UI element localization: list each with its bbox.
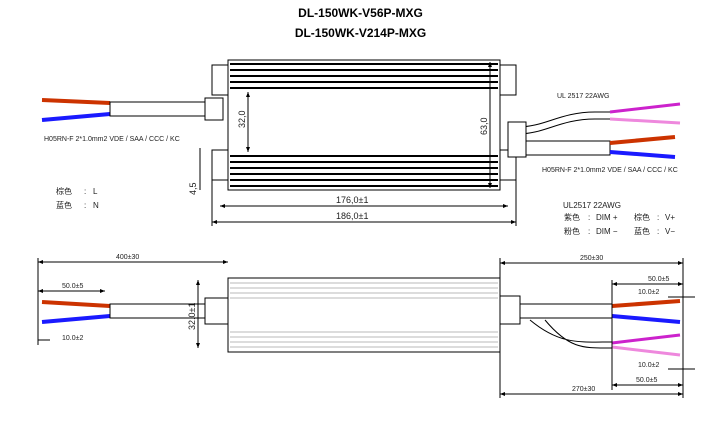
dim-left-strip: 50.0±5 [62,283,83,290]
svg-text:蓝色: 蓝色 [634,226,650,236]
housing-side [227,277,501,353]
input-cable [109,101,206,117]
svg-text:V+: V+ [665,213,675,222]
svg-text::: : [84,187,86,196]
svg-text:UL2517 22AWG: UL2517 22AWG [563,201,621,210]
svg-text::: : [657,227,659,236]
mounting-ear-left [211,64,228,181]
dim-left-tip: 10.0±2 [62,335,83,342]
model-title-1: DL-150WK-V56P-MXG [298,6,423,20]
svg-text:V−: V− [665,227,675,236]
svg-text:DIM −: DIM − [596,227,618,236]
dim-400: 400±30 [116,254,139,261]
svg-text:DIM +: DIM + [596,213,618,222]
output-legend: UL2517 22AWG 紫色: DIM + 粉色: DIM − 棕色: V+ 蓝色:… [563,201,675,236]
cable-gland-left [204,97,224,121]
svg-text:蓝色: 蓝色 [56,200,72,210]
svg-text::: : [657,213,659,222]
svg-text:粉色: 粉色 [564,226,580,236]
dim-right-tip-bottom: 10.0±2 [638,362,659,369]
svg-text::: : [588,213,590,222]
dim-250: 250±30 [580,255,603,262]
wire-brown [41,98,111,105]
housing-top [227,59,501,191]
dim-270: 270±30 [572,386,595,393]
svg-text:棕色: 棕色 [634,212,650,222]
input-cable-spec: H05RN-F 2*1.0mm2 VDE / SAA / CCC / KC [44,136,180,143]
dim-186: 186,0±1 [336,211,368,221]
dim-right-strip-top: 50.0±5 [648,276,669,283]
wire-purple [609,102,681,114]
dim-176: 176,0±1 [336,195,368,205]
cable-gland-side-right [499,295,521,325]
dim-right-tip-top: 10.0±2 [638,289,659,296]
side-view: 400±30 50.0±5 10.0±2 32.0±1 250±30 50.0±… [37,254,695,398]
dim-63: 63,0 [479,117,489,135]
input-legend: 棕色: L 蓝色: N [56,186,99,210]
dim-cable [517,111,610,128]
dim-32: 32,0 [237,110,247,128]
fins-top [230,63,498,187]
wire-blue-out [609,150,676,159]
output-cable-spec: H05RN-F 2*1.0mm2 VDE / SAA / CCC / KC [542,167,678,174]
cable-gland-side-left [204,297,229,325]
wire-blue [41,112,111,122]
svg-text:棕色: 棕色 [56,186,72,196]
svg-text::: : [588,227,590,236]
wire-pink [609,117,681,125]
dim-4-5: 4,5 [188,182,198,195]
svg-text:紫色: 紫色 [564,212,580,222]
svg-text::: : [84,201,86,210]
output-cable [517,140,611,156]
wire-brown-out [609,135,676,145]
cable-gland-right [507,121,527,158]
svg-text:N: N [93,201,99,210]
dim-cable-spec: UL 2517 22AWG [557,93,609,100]
top-view: 32,0 63,0 4,5 176,0±1 186,0±1 H05RN-F 2*… [41,59,681,236]
dim-right-strip-bottom: 50.0±5 [636,377,657,384]
model-title-2: DL-150WK-V214P-MXG [294,26,427,40]
dim-height: 32.0±1 [187,303,197,330]
svg-text:L: L [93,187,98,196]
